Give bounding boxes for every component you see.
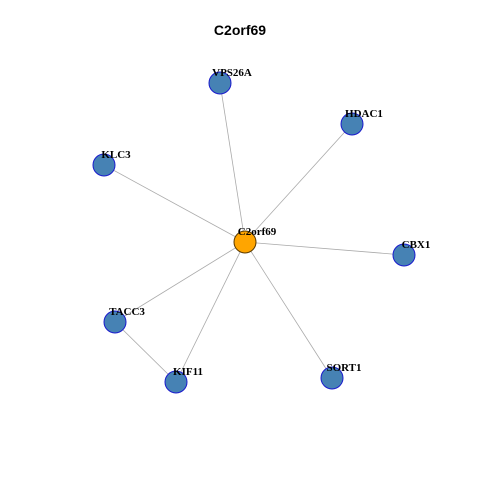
edge-c2orf69-kif11 [175, 241, 246, 383]
node-label-tacc3: TACC3 [109, 306, 145, 318]
edge-layer [103, 82, 405, 383]
edge-c2orf69-sort1 [244, 241, 333, 379]
node-klc3: KLC3 [92, 149, 131, 177]
graph-title: C2orf69 [214, 22, 266, 38]
node-hdac1: HDAC1 [340, 108, 383, 136]
edge-c2orf69-cbx1 [244, 241, 405, 256]
edge-c2orf69-klc3 [103, 164, 246, 243]
node-vps26a: VPS26A [208, 67, 252, 95]
node-label-sort1: SORT1 [326, 362, 361, 374]
node-label-klc3: KLC3 [101, 149, 131, 161]
node-circle-sort1 [320, 366, 344, 390]
node-sort1: SORT1 [320, 362, 362, 390]
node-circle-kif11 [164, 370, 188, 394]
node-kif11: KIF11 [164, 366, 203, 394]
node-cbx1: CBX1 [392, 239, 431, 267]
node-label-kif11: KIF11 [173, 366, 203, 378]
edge-c2orf69-hdac1 [244, 123, 353, 243]
node-tacc3: TACC3 [103, 306, 145, 334]
node-label-hdac1: HDAC1 [345, 108, 383, 120]
node-circle-cbx1 [392, 243, 416, 267]
node-circle-c2orf69 [233, 230, 257, 254]
node-circle-vps26a [208, 71, 232, 95]
edge-tacc3-kif11 [114, 321, 177, 383]
node-label-c2orf69: C2orf69 [238, 226, 277, 238]
edge-c2orf69-vps26a [219, 82, 246, 243]
node-label-vps26a: VPS26A [212, 67, 252, 79]
node-circle-klc3 [92, 153, 116, 177]
edge-c2orf69-tacc3 [114, 241, 246, 323]
node-circle-hdac1 [340, 112, 364, 136]
node-label-cbx1: CBX1 [402, 239, 431, 251]
node-c2orf69: C2orf69 [233, 226, 277, 254]
node-circle-tacc3 [103, 310, 127, 334]
